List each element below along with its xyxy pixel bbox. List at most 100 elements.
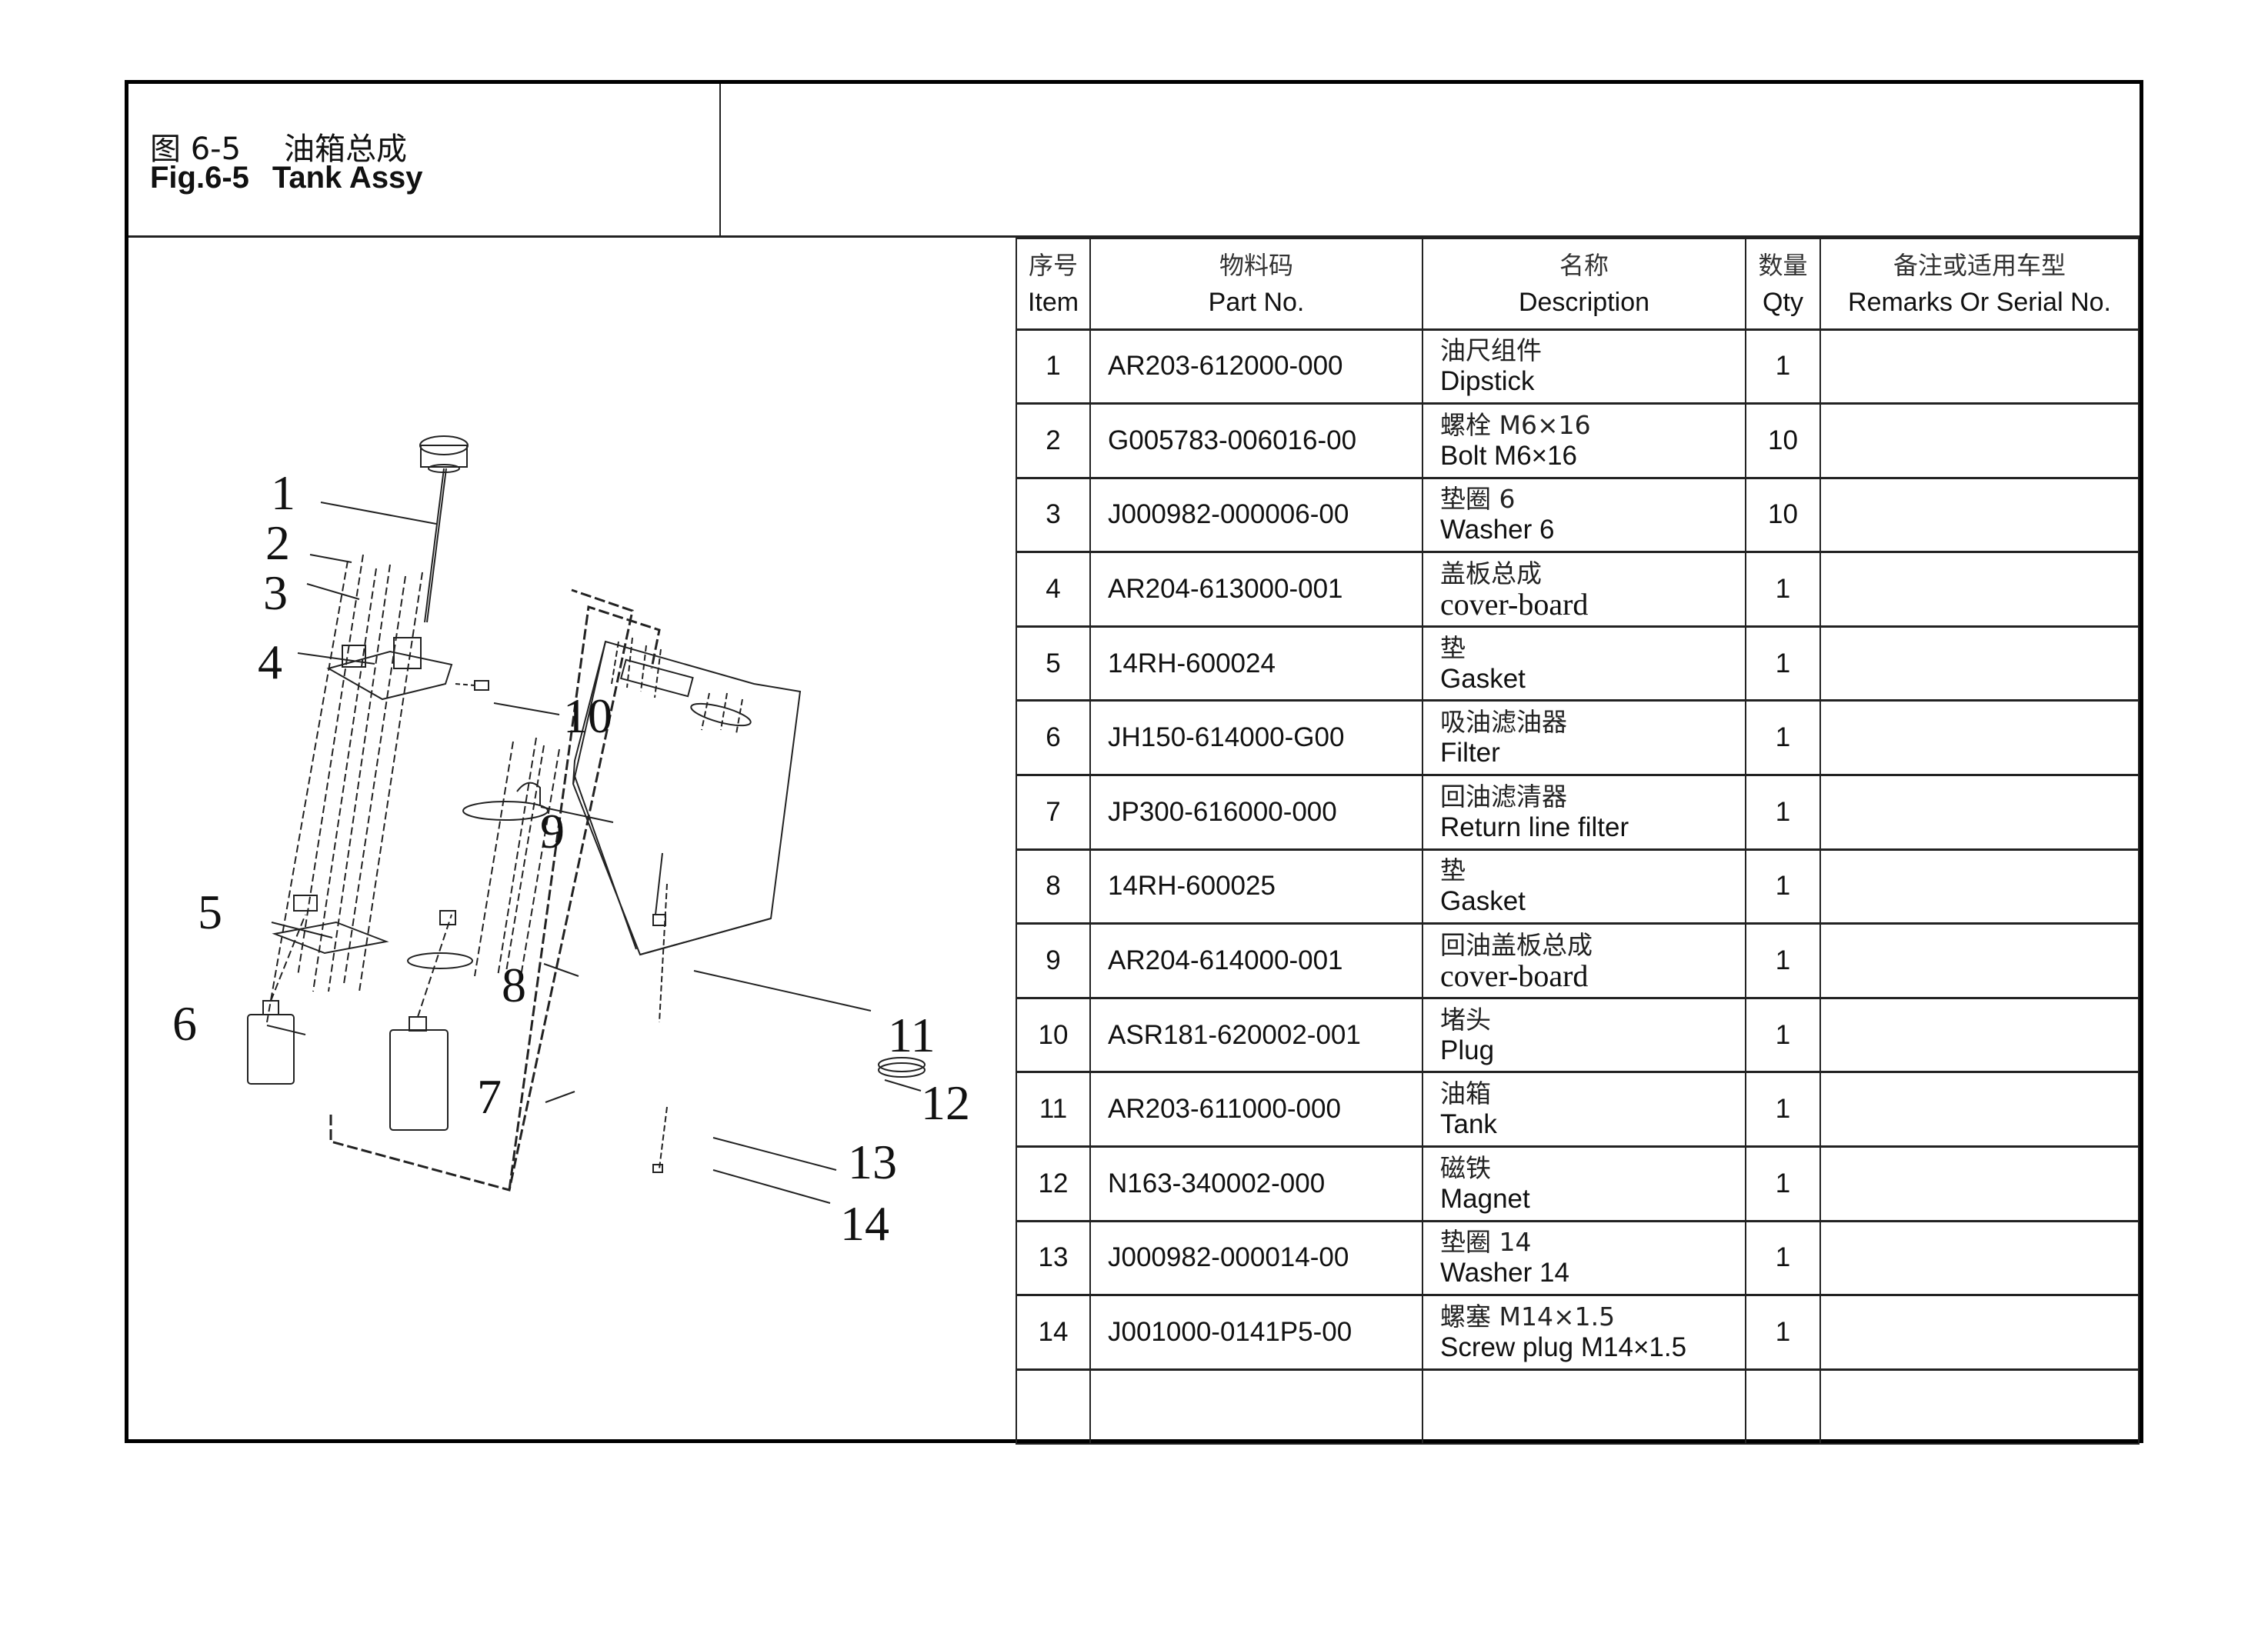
description-cn: 垫圈 6: [1440, 484, 1516, 515]
description-en: Gasket: [1440, 886, 1526, 917]
callout-13: 13: [848, 1135, 897, 1189]
quantity: 1: [1745, 1294, 1821, 1371]
description-cn: 垫圈 14: [1440, 1227, 1532, 1258]
item-number: 3: [1016, 476, 1091, 553]
quantity: 1: [1745, 1219, 1821, 1296]
description-cn: 油尺组件: [1440, 335, 1542, 366]
remarks: [1819, 922, 2140, 999]
part-number: JH150-614000-G00: [1089, 699, 1423, 776]
quantity: [1745, 1368, 1821, 1445]
item-number: 10: [1016, 996, 1091, 1073]
description-cn: 垫: [1440, 632, 1466, 663]
description-en: Gasket: [1440, 663, 1526, 694]
description-cn: 垫: [1440, 855, 1466, 886]
item-number: 12: [1016, 1145, 1091, 1222]
description-en: Screw plug M14×1.5: [1440, 1332, 1687, 1363]
description-en: cover-board: [1440, 587, 1589, 622]
tank-assembly-drawing: [247, 435, 926, 1204]
callout-4: 4: [258, 635, 282, 689]
item-number: 2: [1016, 402, 1091, 479]
description-en: Bolt M6×16: [1440, 440, 1578, 471]
callout-7: 7: [477, 1069, 502, 1124]
description: [1422, 1368, 1746, 1445]
item-number: 6: [1016, 699, 1091, 776]
header-cn: 数量: [1758, 250, 1808, 280]
remarks: [1819, 625, 2140, 702]
callout-14: 14: [840, 1196, 889, 1251]
callout-6: 6: [172, 996, 197, 1051]
callout-5: 5: [198, 885, 222, 939]
part-number: J001000-0141P5-00: [1089, 1294, 1423, 1371]
assembly-title-en: Tank Assy: [272, 161, 423, 195]
description-cn: 堵头: [1440, 1004, 1491, 1035]
part-number: AR204-614000-001: [1089, 922, 1423, 999]
description-en: Washer 14: [1440, 1258, 1569, 1288]
remarks: [1819, 1071, 2140, 1148]
header-cn: 备注或适用车型: [1893, 250, 2066, 280]
remarks: [1819, 848, 2140, 925]
quantity: 1: [1745, 996, 1821, 1073]
remarks: [1819, 328, 2140, 405]
item-number: 13: [1016, 1219, 1091, 1296]
remarks: [1819, 1219, 2140, 1296]
item-number: 11: [1016, 1071, 1091, 1148]
quantity: 1: [1745, 699, 1821, 776]
description-cn: 螺塞 M14×1.5: [1440, 1302, 1616, 1332]
header-en: Qty: [1763, 287, 1803, 317]
header-en: Description: [1518, 287, 1650, 317]
remarks: [1819, 551, 2140, 628]
part-number: [1089, 1368, 1423, 1445]
quantity: 1: [1745, 1145, 1821, 1222]
part-number: AR203-612000-000: [1089, 328, 1423, 405]
description-en: Tank: [1440, 1109, 1497, 1140]
description-cn: 回油滤清器: [1440, 781, 1567, 812]
quantity: 1: [1745, 1071, 1821, 1148]
part-number: J000982-000014-00: [1089, 1219, 1423, 1296]
remarks: [1819, 774, 2140, 851]
remarks: [1819, 996, 2140, 1073]
part-number: AR204-613000-001: [1089, 551, 1423, 628]
callout-2: 2: [265, 515, 290, 570]
description-en: Filter: [1440, 738, 1500, 768]
description-cn: 回油盖板总成: [1440, 930, 1593, 961]
assembly-title-cn: 油箱总成: [284, 132, 408, 167]
quantity: 10: [1745, 476, 1821, 553]
header-cn: 序号: [1028, 250, 1078, 280]
item-number: 7: [1016, 774, 1091, 851]
callout-9: 9: [540, 804, 565, 858]
quantity: 1: [1745, 551, 1821, 628]
remarks: [1819, 402, 2140, 479]
item-number: 14: [1016, 1294, 1091, 1371]
description-cn: 螺栓 M6×16: [1440, 409, 1591, 440]
header-cn: 物料码: [1219, 250, 1293, 280]
quantity: 10: [1745, 402, 1821, 479]
quantity: 1: [1745, 774, 1821, 851]
